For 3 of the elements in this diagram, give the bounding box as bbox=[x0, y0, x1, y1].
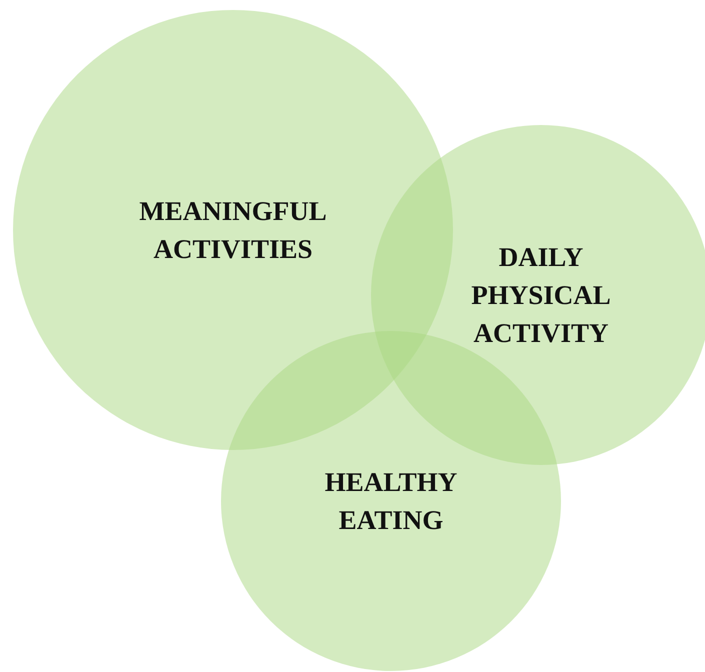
circle-label: HEALTHY EATING bbox=[324, 466, 458, 537]
circle-label: MEANINGFUL ACTIVITIES bbox=[138, 195, 328, 266]
circle-label: DAILY PHYSICAL ACTIVITY bbox=[470, 241, 612, 350]
